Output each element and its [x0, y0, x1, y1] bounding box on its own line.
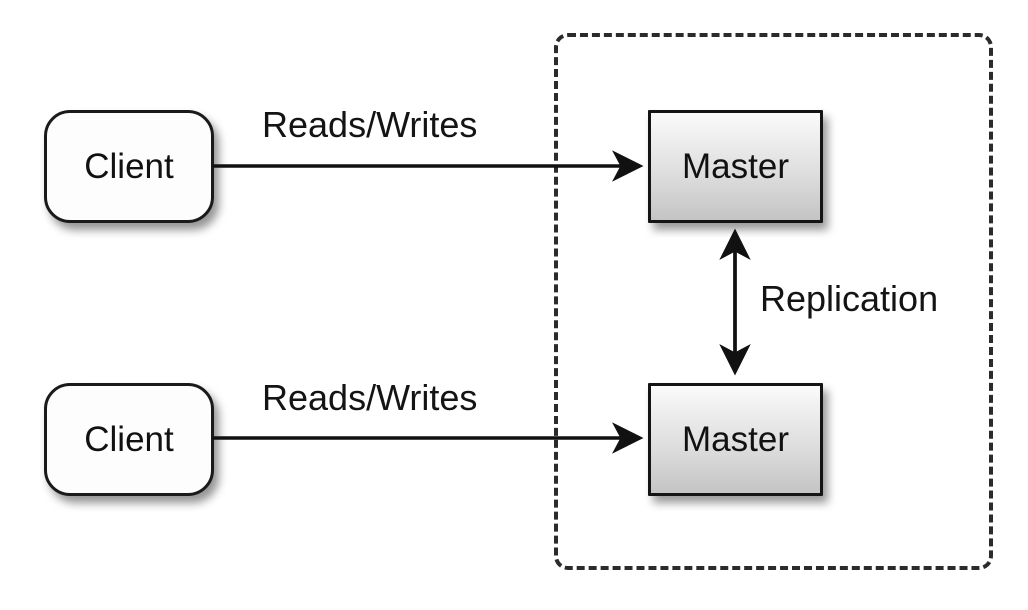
node-master-top[interactable]: Master: [648, 110, 823, 223]
node-master-bottom[interactable]: Master: [648, 383, 823, 496]
node-label: Client: [84, 147, 174, 186]
node-label: Client: [84, 420, 174, 459]
node-client-top[interactable]: Client: [44, 110, 214, 223]
edge-label-reads-writes-top: Reads/Writes: [262, 104, 478, 145]
cluster-boundary: [554, 33, 993, 570]
node-client-bottom[interactable]: Client: [44, 383, 214, 496]
node-label: Master: [682, 147, 789, 186]
edge-label-replication: Replication: [760, 278, 939, 319]
edge-label-reads-writes-bottom: Reads/Writes: [262, 377, 478, 418]
node-label: Master: [682, 420, 789, 459]
